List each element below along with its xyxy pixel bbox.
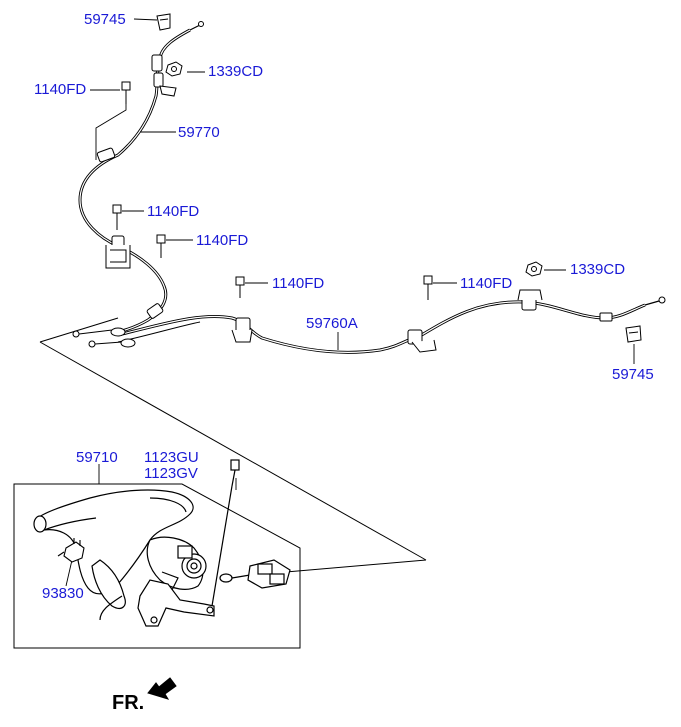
label-1140fd-rear-1: 1140FD [272, 275, 325, 292]
label-59770: 59770 [178, 124, 220, 141]
clip-59745-right [625, 325, 642, 343]
projection-outline [13, 317, 427, 649]
label-1123gu: 1123GU [144, 449, 199, 466]
bolt-1140fd-b [112, 204, 122, 230]
label-1140fd-mid-1: 1140FD [147, 203, 200, 220]
label-1339cd-top: 1339CD [208, 63, 264, 80]
bolt-1140fd-d [235, 276, 245, 298]
rear-cable-59760A [72, 289, 666, 354]
bolt-1140fd-a [121, 81, 131, 104]
switch-93830 [57, 538, 85, 563]
label-1140fd-rear-2: 1140FD [460, 275, 513, 292]
label-59745-right: 59745 [612, 366, 654, 383]
leader-lines [65, 18, 635, 587]
label-59745-top: 59745 [84, 11, 126, 28]
nut-1339cd-right [525, 261, 543, 277]
label-93830: 93830 [42, 585, 84, 602]
clip-59745-top [156, 13, 171, 31]
label-1140fd-mid-2: 1140FD [196, 232, 249, 249]
label-1123gv: 1123GV [144, 465, 198, 482]
label-1140fd-top-left: 1140FD [34, 81, 87, 98]
label-59710: 59710 [76, 449, 118, 466]
label-1339cd-right: 1339CD [570, 261, 626, 278]
direction-label: FR. [112, 692, 145, 714]
front-cable-59770 [78, 21, 204, 334]
bolt-1140fd-e [423, 275, 433, 300]
bolt-1140fd-c [156, 234, 166, 258]
forward-arrow-icon [147, 677, 177, 700]
cable-equalizer [219, 559, 291, 589]
parking-brake-lever [33, 459, 240, 627]
label-59760a: 59760A [306, 315, 358, 332]
nut-1339cd-top [165, 61, 183, 77]
